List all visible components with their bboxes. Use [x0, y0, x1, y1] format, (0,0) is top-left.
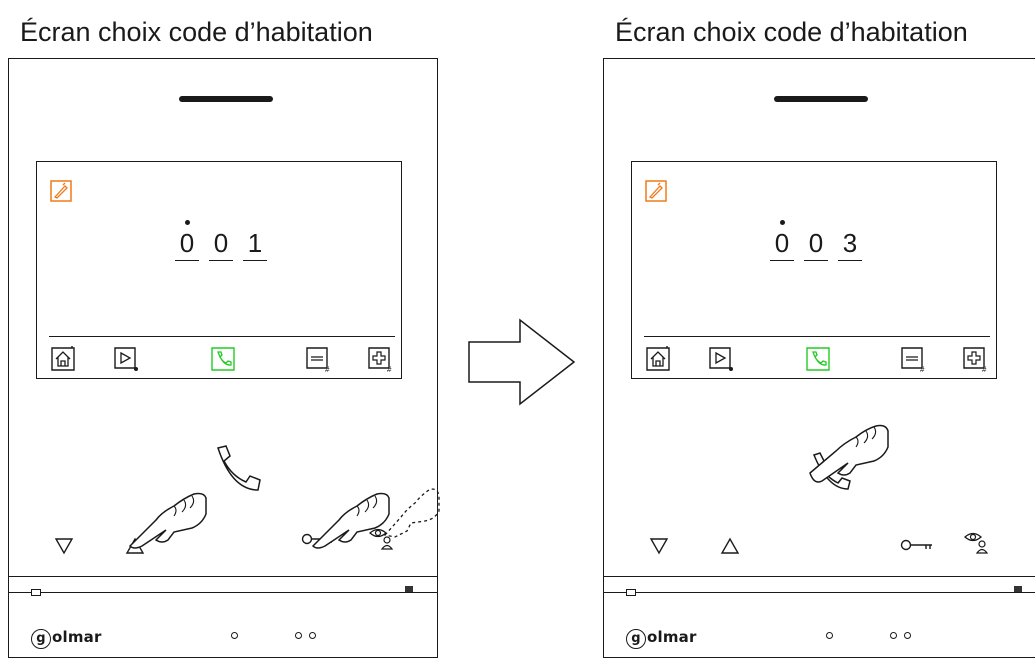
brand-initial: g [626, 629, 646, 649]
hash-label: # [920, 365, 925, 372]
pressing-hand-icon [311, 492, 390, 549]
screen-divider [49, 336, 395, 337]
handset-button-icon[interactable] [804, 423, 894, 505]
led-indicator [405, 586, 413, 592]
panel-before: Écran choix code d’habitation 0 0 1 [0, 0, 440, 658]
pressing-hand-icon [128, 492, 207, 549]
code-digit[interactable]: 0 [175, 220, 199, 261]
base-line [9, 576, 437, 577]
panel-after: Écran choix code d’habitation 0 0 3 [595, 0, 1035, 658]
code-digit[interactable]: 3 [838, 228, 862, 261]
monitor-screen: 0 0 1 # [36, 161, 402, 379]
plus-icon[interactable]: # [962, 344, 988, 372]
screen-divider [644, 336, 990, 337]
indicator-dot [890, 632, 897, 639]
led-indicator [1014, 586, 1022, 592]
speaker-grille [179, 96, 273, 102]
handset-button-icon[interactable] [212, 444, 262, 500]
indicator-dot [295, 632, 302, 639]
hash-label: # [982, 365, 987, 372]
code-digit[interactable]: 0 [209, 228, 233, 261]
up-button-icon[interactable] [720, 537, 740, 555]
home-icon[interactable] [50, 344, 76, 372]
key-button-icon[interactable] [900, 537, 934, 553]
brand-initial: g [31, 629, 51, 649]
edit-icon [50, 180, 72, 202]
brand-name: olmar [52, 628, 102, 646]
edit-icon [645, 180, 667, 202]
brand-name: olmar [647, 628, 697, 646]
camera-user-button-icon[interactable] [964, 529, 990, 555]
playback-icon[interactable] [708, 344, 734, 372]
indicator-dot [826, 632, 833, 639]
code-digit[interactable]: 0 [804, 228, 828, 261]
apartment-code: 0 0 1 [175, 220, 267, 261]
base-line [604, 576, 1035, 577]
monitor-device: 0 0 3 # [603, 58, 1035, 658]
down-button-icon[interactable] [54, 537, 74, 555]
indicator-dot [309, 632, 316, 639]
home-icon[interactable] [645, 344, 671, 372]
hash-label: # [387, 365, 392, 372]
monitor-screen: 0 0 3 # [631, 161, 997, 379]
playback-icon[interactable] [113, 344, 139, 372]
down-button-icon[interactable] [649, 537, 669, 555]
led-indicator [626, 589, 636, 596]
code-digit[interactable]: 0 [770, 220, 794, 261]
speaker-grille [774, 96, 868, 102]
led-indicator [31, 589, 41, 596]
minus-icon[interactable]: # [900, 344, 926, 372]
indicator-dot [231, 632, 238, 639]
minus-icon[interactable]: # [305, 344, 331, 372]
dotted-hand-outline-icon [383, 488, 440, 538]
call-icon[interactable] [210, 344, 236, 372]
apartment-code: 0 0 3 [770, 220, 862, 261]
right-arrow-icon [468, 318, 576, 406]
hash-label: # [325, 365, 330, 372]
monitor-device: 0 0 1 # [8, 58, 440, 658]
code-digit[interactable]: 1 [243, 228, 267, 261]
call-icon[interactable] [805, 344, 831, 372]
panel-title: Écran choix code d’habitation [20, 17, 373, 47]
base-line [9, 592, 437, 593]
indicator-dot [904, 632, 911, 639]
panel-title: Écran choix code d’habitation [615, 17, 968, 47]
base-line [604, 592, 1035, 593]
plus-icon[interactable]: # [367, 344, 393, 372]
